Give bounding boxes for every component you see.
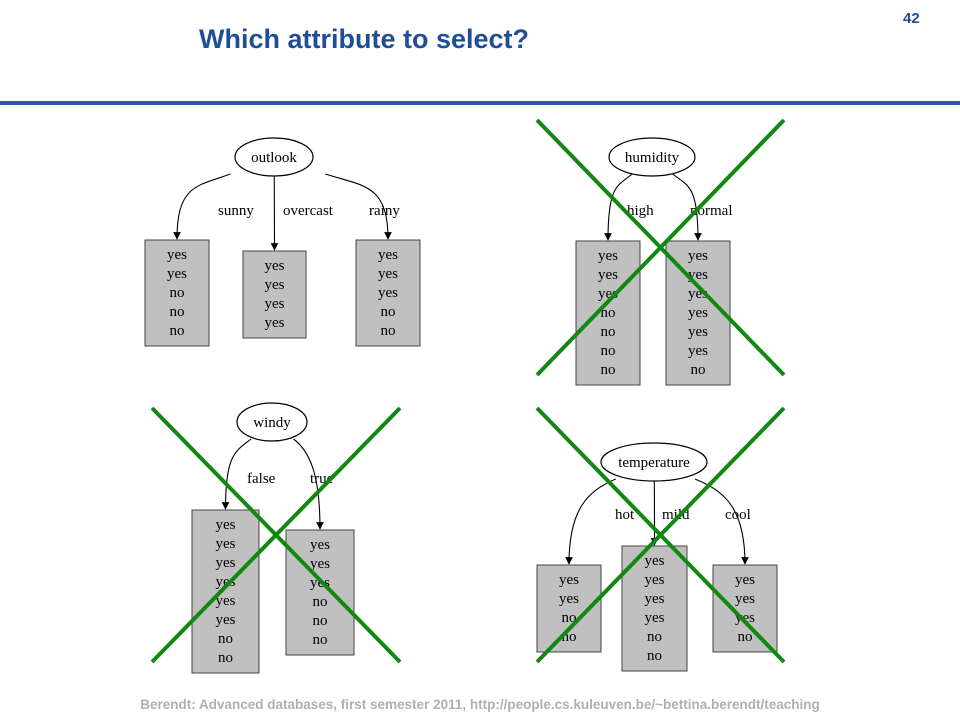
tree-humidity: humidityhighyesyesyesnononononormalyesye… bbox=[575, 137, 733, 386]
leaf-value: yes bbox=[735, 572, 755, 588]
leaf-value: no bbox=[691, 362, 706, 378]
footer-citation: Berendt: Advanced databases, first semes… bbox=[140, 697, 820, 712]
header-rule bbox=[0, 101, 960, 105]
attribute-node-humidity bbox=[608, 137, 696, 177]
attribute-label: windy bbox=[253, 415, 291, 431]
slide-title: Which attribute to select? bbox=[199, 24, 530, 54]
edge-false bbox=[221, 438, 252, 510]
leaf-value: no bbox=[313, 594, 328, 610]
leaf-box-true bbox=[285, 529, 355, 656]
leaf-value: yes bbox=[265, 258, 285, 274]
branch-label-rainy: rainy bbox=[369, 203, 400, 219]
cross-stroke bbox=[150, 406, 402, 664]
leaf-value: no bbox=[601, 343, 616, 359]
branch-label-sunny: sunny bbox=[218, 203, 254, 219]
leaf-value: yes bbox=[378, 266, 398, 282]
edge-true bbox=[293, 438, 324, 530]
attribute-label: outlook bbox=[251, 150, 297, 166]
leaf-value: no bbox=[601, 362, 616, 378]
leaf-value: yes bbox=[216, 593, 236, 609]
leaf-box-cool bbox=[712, 564, 778, 653]
leaf-value: no bbox=[647, 648, 662, 664]
leaf-value: no bbox=[601, 324, 616, 340]
leaf-value: no bbox=[313, 613, 328, 629]
attribute-node-outlook bbox=[234, 137, 314, 177]
leaf-value: no bbox=[170, 285, 185, 301]
leaf-box-sunny bbox=[144, 239, 210, 347]
tree-temperature: temperaturehotyesyesnonomildyesyesyesyes… bbox=[536, 442, 778, 672]
leaf-value: yes bbox=[265, 296, 285, 312]
leaf-value: yes bbox=[310, 537, 330, 553]
leaf-value: no bbox=[647, 629, 662, 645]
leaf-value: yes bbox=[645, 610, 665, 626]
edge-sunny bbox=[173, 173, 231, 240]
attribute-node-temperature bbox=[600, 442, 708, 482]
leaf-value: yes bbox=[378, 247, 398, 263]
cross-mark-humidity bbox=[535, 118, 786, 377]
leaf-value: yes bbox=[645, 591, 665, 607]
branch-label-overcast: overcast bbox=[283, 203, 334, 219]
edge-hot bbox=[565, 478, 616, 565]
leaf-value: no bbox=[313, 632, 328, 648]
page-number: 42 bbox=[903, 10, 920, 27]
leaf-value: no bbox=[601, 305, 616, 321]
leaf-value: no bbox=[381, 323, 396, 339]
leaf-value: no bbox=[170, 304, 185, 320]
leaf-box-false bbox=[191, 509, 260, 674]
tree-outlook: outlook sunny yes yes no no no overcast yes yes ye… bbox=[144, 137, 421, 347]
branch-label-hot: hot bbox=[615, 507, 635, 523]
cross-stroke bbox=[535, 406, 786, 664]
branch-label-high: high bbox=[627, 203, 654, 219]
leaf-value: yes bbox=[688, 324, 708, 340]
leaf-value: yes bbox=[645, 572, 665, 588]
leaf-value: no bbox=[738, 629, 753, 645]
leaf-value: yes bbox=[216, 517, 236, 533]
leaf-value: yes bbox=[688, 248, 708, 264]
leaf-value: yes bbox=[310, 556, 330, 572]
leaf-value: yes bbox=[559, 572, 579, 588]
leaf-value: yes bbox=[216, 536, 236, 552]
leaf-box-high bbox=[575, 240, 641, 386]
leaf-value: yes bbox=[265, 315, 285, 331]
cross-mark-temperature bbox=[535, 406, 786, 664]
cross-stroke bbox=[535, 118, 786, 377]
leaf-value: no bbox=[170, 323, 185, 339]
leaf-value: yes bbox=[645, 553, 665, 569]
leaf-value: no bbox=[562, 610, 577, 626]
leaf-value: no bbox=[381, 304, 396, 320]
edge-rainy bbox=[325, 173, 392, 240]
attribute-label: temperature bbox=[618, 455, 690, 471]
leaf-value: yes bbox=[216, 555, 236, 571]
leaf-box-rainy bbox=[355, 239, 421, 347]
leaf-value: no bbox=[218, 631, 233, 647]
edge-normal bbox=[672, 173, 702, 241]
leaf-value: yes bbox=[216, 574, 236, 590]
leaf-box-overcast bbox=[242, 250, 307, 339]
branch-label-false: false bbox=[247, 471, 276, 487]
attribute-node-windy bbox=[236, 402, 308, 442]
leaf-value: yes bbox=[378, 285, 398, 301]
leaf-value: yes bbox=[688, 305, 708, 321]
cross-mark-windy bbox=[150, 406, 402, 664]
leaf-value: yes bbox=[167, 247, 187, 263]
leaf-value: yes bbox=[688, 343, 708, 359]
leaf-value: yes bbox=[216, 612, 236, 628]
leaf-value: no bbox=[218, 650, 233, 666]
edge-cool bbox=[694, 478, 749, 565]
branch-label-cool: cool bbox=[725, 507, 751, 523]
leaf-value: yes bbox=[598, 248, 618, 264]
leaf-value: yes bbox=[735, 591, 755, 607]
leaf-value: yes bbox=[598, 267, 618, 283]
leaf-value: yes bbox=[265, 277, 285, 293]
leaf-value: yes bbox=[167, 266, 187, 282]
attribute-label: humidity bbox=[625, 150, 680, 166]
edge-high bbox=[604, 173, 633, 241]
leaf-box-mild bbox=[621, 545, 688, 672]
leaf-value: yes bbox=[559, 591, 579, 607]
